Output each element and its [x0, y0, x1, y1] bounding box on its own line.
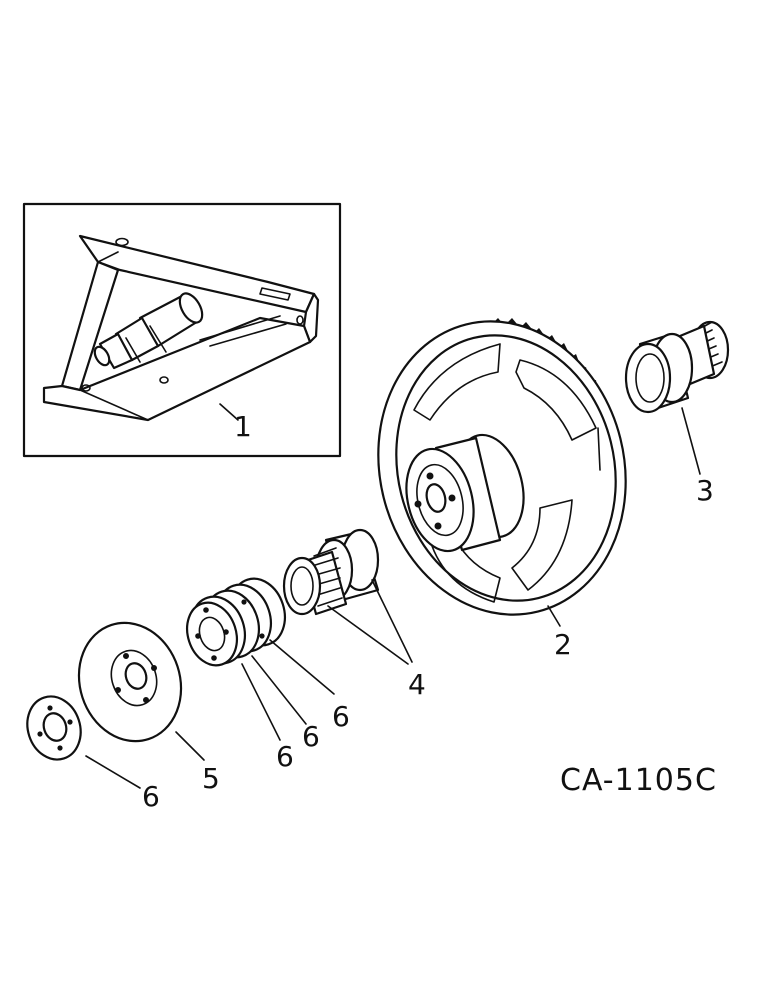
- washer-plate-5: 5: [77, 621, 220, 795]
- leader-line-2: [547, 605, 561, 627]
- callout-2: 2: [554, 628, 572, 661]
- callout-6-c: 6: [302, 720, 320, 753]
- spindle-bracket: [42, 234, 320, 422]
- leader-line-6c: [251, 655, 307, 725]
- callout-6-a: 6: [142, 780, 160, 813]
- sprocket-wheel: 2: [377, 318, 627, 661]
- callout-5: 5: [202, 762, 220, 795]
- callout-6-b: 6: [276, 740, 294, 773]
- callout-4: 4: [408, 668, 426, 701]
- leader-line-5: [175, 731, 205, 761]
- bearing-assembly-4: 4: [282, 528, 426, 701]
- drawing-code: CA-1105C: [560, 763, 717, 798]
- leader-line-1: [219, 403, 239, 421]
- callout-1: 1: [234, 410, 252, 443]
- leader-line-4a: [327, 605, 409, 665]
- bearing-assembly-3: 3: [624, 320, 730, 507]
- inset-bracket-view: 1: [22, 202, 342, 458]
- spacer-stack: 6 6 6: [186, 577, 350, 773]
- leader-line-6d: [269, 639, 335, 695]
- callout-6-d: 6: [332, 700, 350, 733]
- leader-line-3: [681, 407, 701, 475]
- leader-line-4b: [371, 579, 413, 663]
- leader-line-6a: [85, 755, 141, 789]
- washer-6: 6: [26, 695, 160, 813]
- leader-line-6b: [241, 663, 281, 741]
- callout-3: 3: [696, 474, 714, 507]
